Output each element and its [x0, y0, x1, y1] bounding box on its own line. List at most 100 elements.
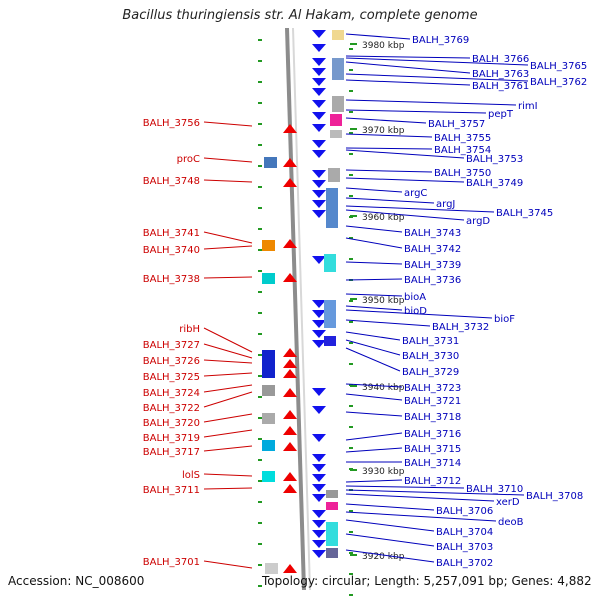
forward-gene-arrow	[312, 100, 326, 108]
right-gene-label: BALH_3723	[404, 383, 461, 394]
genome-backbone-shadow	[292, 27, 311, 591]
right-leader-line	[345, 33, 411, 40]
right-gene-label: BALH_3716	[404, 429, 461, 440]
right-leader-line	[345, 319, 431, 327]
forward-gene-arrow	[312, 550, 326, 558]
reverse-gene-block	[262, 440, 275, 451]
left-leader-line	[203, 384, 253, 393]
left-gene-label: BALH_3711	[143, 485, 200, 496]
forward-gene-arrow	[312, 58, 326, 66]
left-leader-line	[203, 231, 253, 244]
forward-gene-block	[324, 336, 336, 346]
right-leader-line	[345, 55, 471, 59]
right-gene-label: BALH_3754	[434, 145, 491, 156]
left-leader-line	[203, 327, 253, 353]
right-leader-line	[345, 383, 403, 388]
reverse-gene-arrow	[283, 472, 297, 481]
accession-text: Accession: NC_008600	[8, 574, 145, 588]
forward-gene-arrow	[312, 256, 326, 264]
left-leader-line	[203, 157, 253, 163]
right-leader-line	[345, 61, 471, 74]
forward-gene-block	[326, 490, 338, 498]
right-gene-label: BALH_3742	[404, 244, 461, 255]
scale-label: 3950 kbp	[362, 296, 405, 306]
forward-gene-block	[328, 168, 340, 182]
right-gene-label: BALH_3755	[434, 133, 491, 144]
forward-gene-arrow	[312, 190, 326, 198]
reverse-gene-arrow	[283, 426, 297, 435]
right-leader-line	[345, 489, 525, 496]
forward-gene-block	[324, 254, 336, 272]
forward-gene-arrow	[312, 210, 326, 218]
reverse-gene-block	[262, 350, 275, 378]
left-leader-line	[203, 276, 253, 279]
right-leader-line	[345, 479, 403, 483]
forward-gene-block	[326, 188, 338, 228]
right-leader-line	[345, 117, 427, 124]
right-leader-line	[345, 147, 433, 150]
left-leader-line	[203, 343, 253, 359]
left-leader-line	[203, 487, 253, 490]
forward-gene-block	[324, 300, 336, 328]
reverse-gene-block	[265, 563, 278, 574]
forward-gene-block	[326, 522, 338, 546]
right-gene-label: BALH_3763	[472, 69, 529, 80]
right-leader-line	[345, 197, 435, 204]
left-gene-label: BALH_3726	[143, 356, 200, 367]
map-title: Bacillus thuringiensis str. Al Hakam, co…	[122, 8, 478, 23]
reverse-gene-arrow	[283, 348, 297, 357]
reverse-gene-arrow	[283, 158, 297, 167]
left-gene-label: BALH_3720	[143, 418, 200, 429]
forward-gene-arrow	[312, 68, 326, 76]
reverse-gene-arrow	[283, 388, 297, 397]
right-gene-label: BALH_3731	[402, 336, 459, 347]
left-leader-line	[203, 429, 253, 438]
right-gene-label: BALH_3712	[404, 476, 461, 487]
left-gene-label: BALH_3724	[143, 388, 200, 399]
scale-label: 3980 kbp	[362, 41, 405, 51]
right-leader-line	[345, 209, 465, 221]
right-gene-label: BALH_3708	[526, 491, 583, 502]
left-gene-label: lolS	[182, 470, 200, 481]
forward-gene-arrow	[312, 320, 326, 328]
right-leader-line	[345, 237, 403, 249]
right-gene-label: BALH_3706	[436, 506, 493, 517]
left-leader-line	[203, 121, 253, 127]
right-leader-line	[345, 109, 487, 114]
forward-gene-arrow	[312, 78, 326, 86]
right-leader-line	[345, 339, 401, 356]
right-leader-line	[345, 261, 403, 265]
forward-gene-arrow	[312, 180, 326, 188]
left-gene-label: BALH_3722	[143, 403, 200, 414]
right-gene-label: BALH_3750	[434, 168, 491, 179]
right-gene-label: argC	[404, 188, 427, 199]
forward-gene-arrow	[312, 330, 326, 338]
left-gene-label: ribH	[179, 324, 200, 335]
left-leader-line	[203, 372, 253, 377]
forward-gene-arrow	[312, 200, 326, 208]
reverse-gene-arrow	[283, 442, 297, 451]
left-gene-label: BALH_3741	[143, 228, 200, 239]
right-leader-line	[345, 169, 433, 173]
reverse-gene-arrow	[283, 178, 297, 187]
forward-gene-block	[332, 58, 344, 80]
forward-gene-arrow	[312, 170, 326, 178]
forward-gene-arrow	[312, 112, 326, 120]
right-leader-line	[345, 511, 497, 522]
forward-gene-arrow	[312, 454, 326, 462]
forward-gene-arrow	[312, 474, 326, 482]
right-leader-line	[345, 305, 403, 311]
right-leader-line	[345, 187, 403, 193]
reverse-gene-block	[262, 471, 275, 482]
left-leader-line	[203, 413, 253, 423]
right-leader-line	[345, 447, 403, 453]
right-leader-line	[345, 133, 433, 138]
right-leader-line	[345, 177, 465, 183]
forward-gene-block	[332, 30, 344, 40]
reverse-gene-arrow	[283, 124, 297, 133]
reverse-gene-arrow	[283, 239, 297, 248]
scale-label: 3920 kbp	[362, 552, 405, 562]
scale-label: 3930 kbp	[362, 467, 405, 477]
reverse-gene-arrow	[283, 410, 297, 419]
